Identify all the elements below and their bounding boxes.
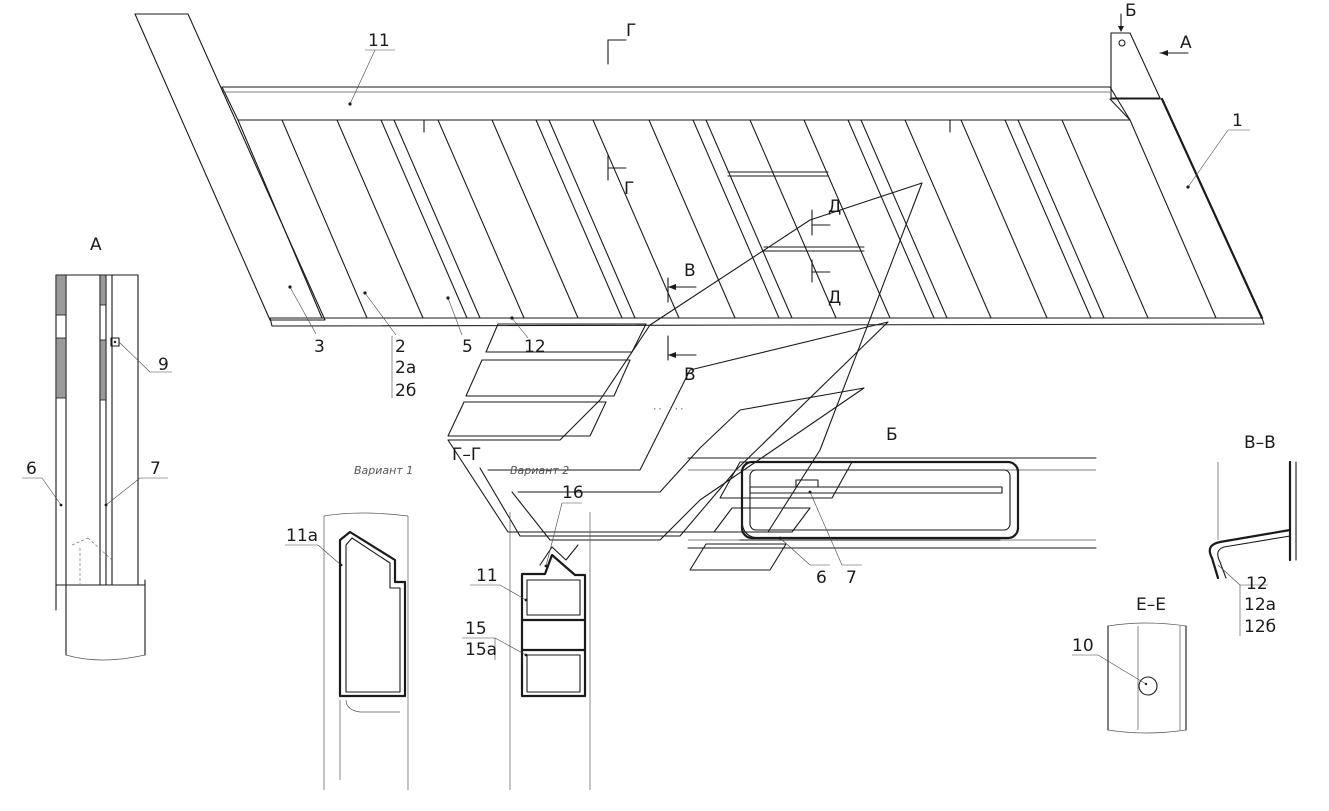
mark-a-top: А bbox=[1180, 33, 1192, 53]
view-a bbox=[22, 274, 172, 661]
section-cut-markers bbox=[607, 13, 1189, 361]
mark-d-bot: Д bbox=[828, 288, 841, 308]
plate-2 bbox=[465, 359, 631, 397]
mark-g-mid: Г bbox=[624, 179, 634, 199]
main-leaders bbox=[288, 49, 1250, 398]
right-end-panel bbox=[1109, 98, 1263, 319]
mark-v-top: В bbox=[684, 261, 696, 281]
callout-6: 6 bbox=[26, 459, 37, 479]
title-view-b: Б bbox=[886, 425, 898, 445]
callout-labels: 11 1 3 2 2а 2б 5 12 9 6 7 11а 11 15 15а … bbox=[26, 31, 1276, 660]
tiny-mark: ·· ··· bbox=[652, 405, 685, 415]
main-assembly-view bbox=[134, 13, 1265, 398]
slat bbox=[491, 119, 623, 319]
callout-9: 9 bbox=[158, 355, 169, 375]
slat bbox=[803, 119, 935, 319]
plate-1 bbox=[485, 323, 647, 353]
callout-2b: 2б bbox=[395, 381, 416, 401]
mark-d-top: Д bbox=[828, 197, 841, 217]
view-title-labels: А Б Г–Г В–В Е–Е Вариант 1 Вариант 2 bbox=[90, 235, 1276, 615]
floor-longitudinal-beam bbox=[269, 317, 1265, 327]
callout-11a: 11а bbox=[286, 526, 318, 546]
callout-2: 2 bbox=[395, 337, 406, 357]
mark-b-top: Б bbox=[1125, 1, 1137, 21]
projection-outline-1 bbox=[447, 182, 923, 533]
left-diagonal-beam bbox=[134, 13, 326, 321]
view-b bbox=[687, 457, 1097, 566]
callout-10: 10 bbox=[1072, 636, 1094, 656]
callout-3: 3 bbox=[314, 337, 325, 357]
slat bbox=[860, 119, 992, 319]
callout-7-b: 7 bbox=[846, 568, 857, 588]
exploded-projection: ·· ··· bbox=[447, 182, 923, 571]
channel-profile bbox=[740, 460, 1020, 540]
hatch-mid bbox=[99, 274, 107, 306]
callout-5: 5 bbox=[462, 337, 473, 357]
callout-11-gg: 11 bbox=[476, 566, 498, 586]
diagonal-slats bbox=[237, 119, 1149, 319]
small-block bbox=[795, 479, 819, 488]
bent-strip-12 bbox=[1208, 528, 1292, 580]
title-section-vv: В–В bbox=[1244, 433, 1276, 453]
section-e-e bbox=[1072, 622, 1187, 734]
slat bbox=[960, 119, 1092, 319]
slat bbox=[648, 119, 780, 319]
title-view-a: А bbox=[90, 235, 102, 255]
profile-variant-2 bbox=[520, 553, 587, 698]
callout-12b-vv: 12б bbox=[1244, 617, 1276, 637]
title-section-gg: Г–Г bbox=[452, 445, 481, 465]
callout-11: 11 bbox=[368, 31, 390, 51]
mark-g-top: Г bbox=[626, 21, 636, 41]
callout-2a: 2а bbox=[395, 358, 416, 378]
slat bbox=[548, 119, 680, 319]
section-v-v bbox=[1208, 460, 1297, 636]
callout-15a: 15а bbox=[465, 640, 497, 660]
callout-16: 16 bbox=[562, 483, 584, 503]
bracket-hole bbox=[1118, 39, 1126, 47]
plate-5 bbox=[713, 507, 811, 533]
callout-1: 1 bbox=[1232, 111, 1243, 131]
hatch-left bbox=[55, 274, 67, 316]
right-end-panel-edge bbox=[1160, 97, 1264, 320]
slat bbox=[237, 119, 368, 319]
callout-12-vv: 12 bbox=[1246, 574, 1268, 594]
title-section-ee: Е–Е bbox=[1136, 595, 1166, 615]
callout-12: 12 bbox=[524, 337, 546, 357]
section-g-g bbox=[285, 502, 591, 790]
slat bbox=[1017, 119, 1149, 319]
callout-15: 15 bbox=[465, 619, 487, 639]
hatch-left-2 bbox=[55, 337, 67, 399]
callout-6-b: 6 bbox=[816, 568, 827, 588]
slat bbox=[393, 119, 525, 319]
plate-6 bbox=[689, 543, 787, 571]
projection-outline-3 bbox=[511, 387, 865, 541]
mark-v-bot: В bbox=[684, 365, 696, 385]
inner-strip bbox=[749, 486, 1003, 494]
profile-variant-1-inner bbox=[345, 537, 401, 693]
callout-12a-vv: 12а bbox=[1244, 595, 1276, 615]
section-mark-labels: Г Г Б А Д Д В В bbox=[624, 1, 1192, 385]
label-variant-1: Вариант 1 bbox=[354, 464, 413, 477]
end-bracket bbox=[1110, 32, 1161, 99]
label-variant-2: Вариант 2 bbox=[510, 464, 569, 477]
slat bbox=[336, 119, 468, 319]
callout-7: 7 bbox=[150, 459, 161, 479]
profile-variant-1 bbox=[338, 530, 407, 698]
hatch-mid-2 bbox=[99, 339, 107, 401]
plate-3 bbox=[447, 401, 607, 437]
hole-10 bbox=[1138, 676, 1158, 696]
slat bbox=[705, 119, 837, 319]
